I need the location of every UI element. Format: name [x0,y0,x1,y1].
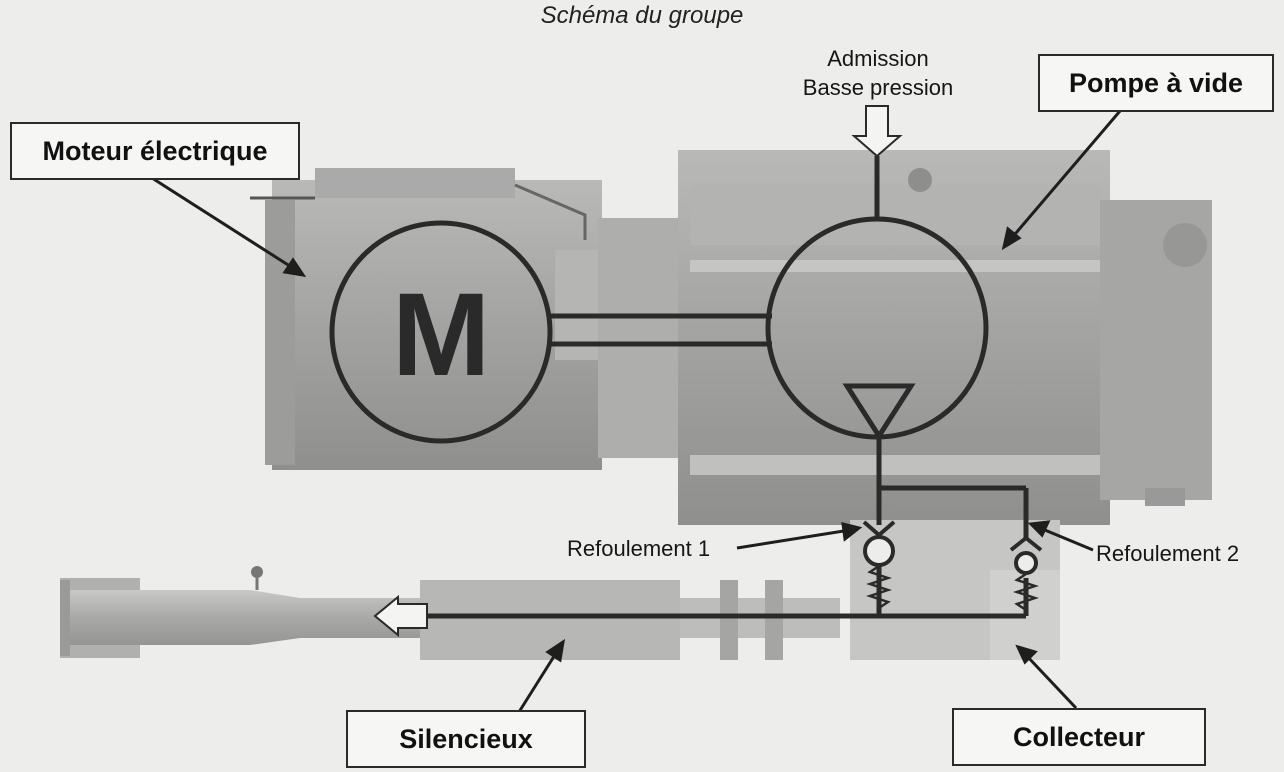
pump-callout-box: Pompe à vide [1038,54,1274,112]
motor-callout-box: Moteur électrique [10,122,300,180]
pump-housing [678,150,1212,525]
intake-label-line1: Admission [827,46,929,71]
collector-callout-text: Collecteur [1012,721,1146,752]
diagram-title-text: Schéma du groupe [540,2,744,29]
intake-label: Admission Basse pression [780,44,976,102]
check-valve-1-symbol [862,520,896,610]
silencer-callout-box: Silencieux [346,710,586,768]
motor-callout-text: Moteur électrique [42,135,268,166]
intake-arrow [851,105,903,158]
pump-callout-text: Pompe à vide [1068,67,1244,98]
discharge-1-label: Refoulement 1 [567,536,711,561]
discharge-2-label: Refoulement 2 [1096,541,1240,566]
intake-label-line2: Basse pression [802,75,954,100]
check-valve-2-symbol [1009,535,1043,612]
motor-symbol-circle [329,220,553,444]
callout-leaders [151,110,1122,713]
silencer-callout-text: Silencieux [399,723,533,754]
motor-letter: M [392,269,491,401]
coupling-housing [598,218,683,458]
silencer-body [60,566,840,660]
collector-callout-box: Collecteur [952,708,1206,766]
discharge-triangle-symbol [842,383,916,441]
diagram-title: Schéma du groupe [0,2,1284,30]
outlet-arrow [373,594,428,638]
